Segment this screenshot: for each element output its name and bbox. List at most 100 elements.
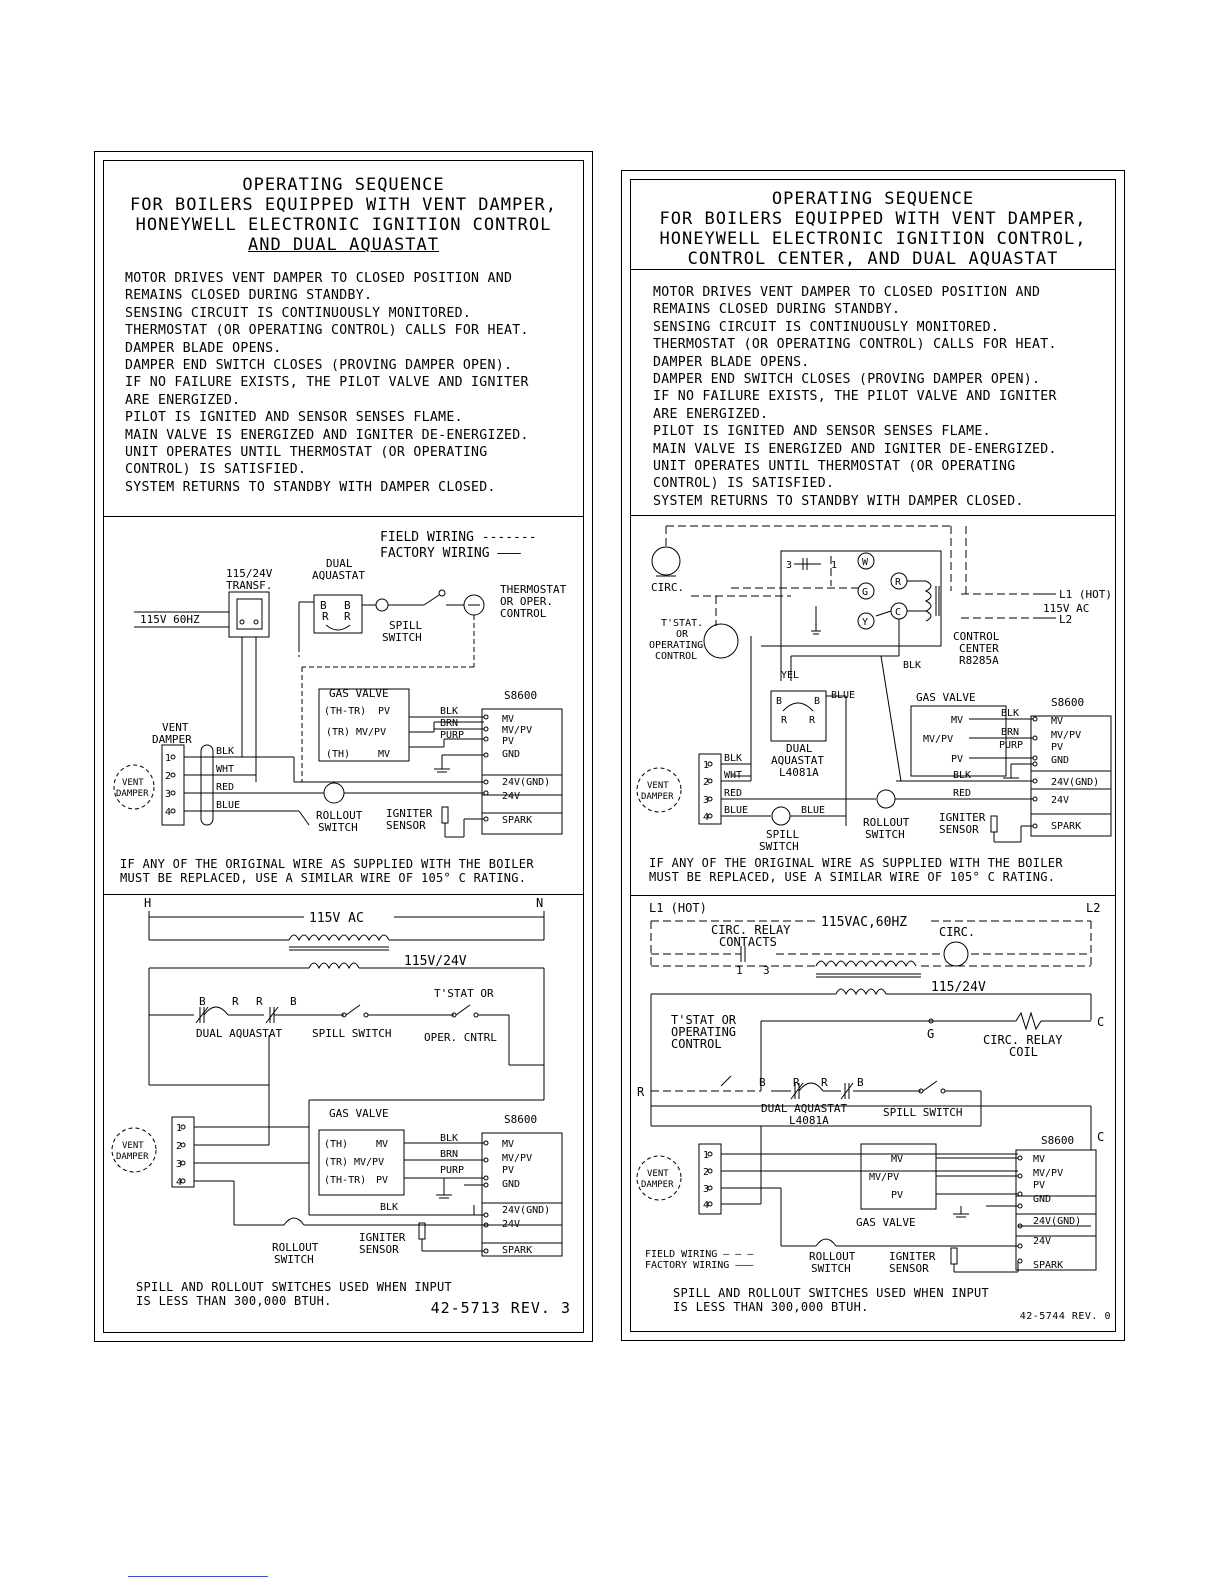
ladder-gv-tr: (TR) <box>324 1157 348 1168</box>
wire-brn-r: BRN <box>1001 727 1019 738</box>
ladder-s8600-mvpv: MV/PV <box>1033 1168 1063 1179</box>
s8600-spark: SPARK <box>502 815 532 826</box>
terminal-y: Y <box>862 617 868 628</box>
ladder-gv-thtr: (TH-TR) <box>324 1175 366 1186</box>
ladder-115-24v: 115/24V <box>931 980 986 995</box>
left-replace-note: IF ANY OF THE ORIGINAL WIRE AS SUPPLIED … <box>120 857 534 885</box>
step-line: UNIT OPERATES UNTIL THERMOSTAT (OR OPERA… <box>125 445 488 461</box>
damper-motor-damper: DAMPER <box>116 789 149 799</box>
wire-blue-damper-r: BLUE <box>724 805 748 816</box>
ladder-s8600-gnd: GND <box>502 1179 520 1190</box>
terminal-r: R <box>344 610 351 623</box>
right-title-line-4: CONTROL CENTER, AND DUAL AQUASTAT <box>687 249 1059 269</box>
ladder-igniter: IGNITER <box>889 1250 936 1263</box>
left-footer-note: SPILL AND ROLLOUT SWITCHES USED WHEN INP… <box>136 1280 452 1308</box>
s8600-24vgnd: 24V(GND) <box>502 777 550 788</box>
terminal-b: B <box>320 599 327 612</box>
relay-contact-1: 1 <box>831 560 837 571</box>
ladder-s8600: S8600 <box>1041 1134 1074 1147</box>
wire-blk-damper: BLK <box>216 746 234 757</box>
ladder-s8600-gnd: GND <box>1033 1194 1051 1205</box>
ladder-gv-mvpv: MV/PV <box>869 1172 899 1183</box>
right-revision: 42-5744 REV. 0 <box>1019 1311 1111 1322</box>
ladder-spill-switch: SPILL SWITCH <box>883 1106 962 1119</box>
right-replace-note: IF ANY OF THE ORIGINAL WIRE AS SUPPLIED … <box>649 856 1063 884</box>
ladder-contact-1: 1 <box>736 964 743 977</box>
s8600-gnd: GND <box>502 749 520 760</box>
ladder-coil-1: CIRC. RELAY <box>983 1033 1063 1047</box>
ladder-coil-2: COIL <box>1009 1045 1038 1059</box>
ladder-transformer: 115V/24V <box>404 954 467 969</box>
terminal-c: C <box>895 607 901 618</box>
ladder-term-3: 3 <box>703 1184 709 1195</box>
relay-contact-3: 3 <box>786 560 792 571</box>
ladder-s8600-spark: SPARK <box>1033 1260 1063 1271</box>
right-title-line-1: OPERATING SEQUENCE <box>771 189 975 209</box>
igniter-label-r: IGNITER <box>939 811 986 824</box>
left-ladder-svg: H N 115V AC 115V/24V B R R B DUAL AQUAST… <box>111 896 563 1266</box>
right-wiring-svg: CIRC. T'STAT. OR OPERATING CONTROL L1 (H… <box>636 525 1112 853</box>
ladder-term-2: 2 <box>703 1167 709 1178</box>
term-3-r: 3 <box>703 795 709 806</box>
ladder-damper-damper: DAMPER <box>116 1152 149 1162</box>
right-steps-section: MOTOR DRIVES VENT DAMPER TO CLOSED POSIT… <box>631 270 1115 516</box>
ladder-factory-wiring: FACTORY WIRING ——— <box>645 1260 754 1271</box>
term-2-r: 2 <box>703 777 709 788</box>
right-steps-list: MOTOR DRIVES VENT DAMPER TO CLOSED POSIT… <box>653 284 1115 510</box>
wire-blk-cc: BLK <box>903 660 921 671</box>
ladder-sensor: SENSOR <box>889 1262 929 1275</box>
step-line: REMAINS CLOSED DURING STANDBY. <box>125 288 373 304</box>
s8600-mvpv: MV/PV <box>502 725 532 736</box>
term-3: 3 <box>165 789 171 800</box>
s8600-label-r: S8600 <box>1051 696 1084 709</box>
ladder-damper-damper: DAMPER <box>641 1180 674 1190</box>
gv-th: (TH) <box>326 749 350 760</box>
circ-label: CIRC. <box>651 581 684 594</box>
ladder-term-4: 4 <box>176 1177 182 1188</box>
right-footer-note: SPILL AND ROLLOUT SWITCHES USED WHEN INP… <box>673 1286 989 1314</box>
step-line: SYSTEM RETURNS TO STANDBY WITH DAMPER CL… <box>653 493 1024 509</box>
footer-line: SPILL AND ROLLOUT SWITCHES USED WHEN INP… <box>673 1286 990 1300</box>
gv-mvpv: MV/PV <box>356 727 386 738</box>
ladder-l1-hot: L1 (HOT) <box>649 901 707 915</box>
ladder-l4081a: L4081A <box>789 1114 829 1127</box>
ladder-115v-ac: 115V AC <box>309 911 364 926</box>
aq-r-2: R <box>809 715 816 726</box>
tstat-label-1: T'STAT. <box>661 618 703 629</box>
s8600-24v: 24V <box>502 791 520 802</box>
ladder-r: R <box>256 995 263 1008</box>
tstat-label-4: CONTROL <box>655 651 697 662</box>
s8600-mv: MV <box>502 714 514 725</box>
ladder-rollout-switch: SWITCH <box>274 1253 314 1266</box>
footer-line: IS LESS THAN 300,000 BTUH. <box>673 1300 869 1314</box>
step-line: DAMPER END SWITCH CLOSES (PROVING DAMPER… <box>653 372 1041 388</box>
step-line: CONTROL) IS SATISFIED. <box>653 476 835 492</box>
right-inner-frame: OPERATING SEQUENCE FOR BOILERS EQUIPPED … <box>630 179 1116 1332</box>
ladder-gas-valve: GAS VALVE <box>856 1216 916 1229</box>
gv-pv: PV <box>378 706 390 717</box>
term-4-r: 4 <box>703 812 709 823</box>
ladder-relay-label-1: CIRC. RELAY <box>711 923 791 937</box>
ladder-circ: CIRC. <box>939 925 975 939</box>
s8600-mvpv-r: MV/PV <box>1051 730 1081 741</box>
gas-valve-label-r: GAS VALVE <box>916 691 976 704</box>
ladder-damper-vent: VENT <box>647 1169 669 1179</box>
thermostat-label-2: OR OPER. <box>500 595 553 608</box>
step-line: SENSING CIRCUIT IS CONTINUOUSLY MONITORE… <box>125 305 472 321</box>
tstat-label-2: OR <box>676 629 689 640</box>
ladder-g: G <box>927 1027 934 1041</box>
rollout-switch-label: SWITCH <box>318 821 358 834</box>
s8600-pv-r: PV <box>1051 742 1063 753</box>
ladder-s8600-pv: PV <box>1033 1180 1045 1191</box>
ladder-spill-switch: SPILL SWITCH <box>312 1027 391 1040</box>
term-2: 2 <box>165 771 171 782</box>
ladder-damper-vent: VENT <box>122 1141 144 1151</box>
gv-tr: (TR) <box>326 727 350 738</box>
ladder-h: H <box>144 896 151 910</box>
aquastat-label: AQUASTAT <box>312 569 365 582</box>
left-title: OPERATING SEQUENCE FOR BOILERS EQUIPPED … <box>104 175 583 255</box>
ladder-gv-pv: PV <box>891 1190 903 1201</box>
sensor-label-r: SENSOR <box>939 823 979 836</box>
ladder-dual-aquastat: DUAL AQUASTAT <box>761 1102 847 1115</box>
ladder-tstat-1: T'STAT OR <box>671 1013 737 1027</box>
